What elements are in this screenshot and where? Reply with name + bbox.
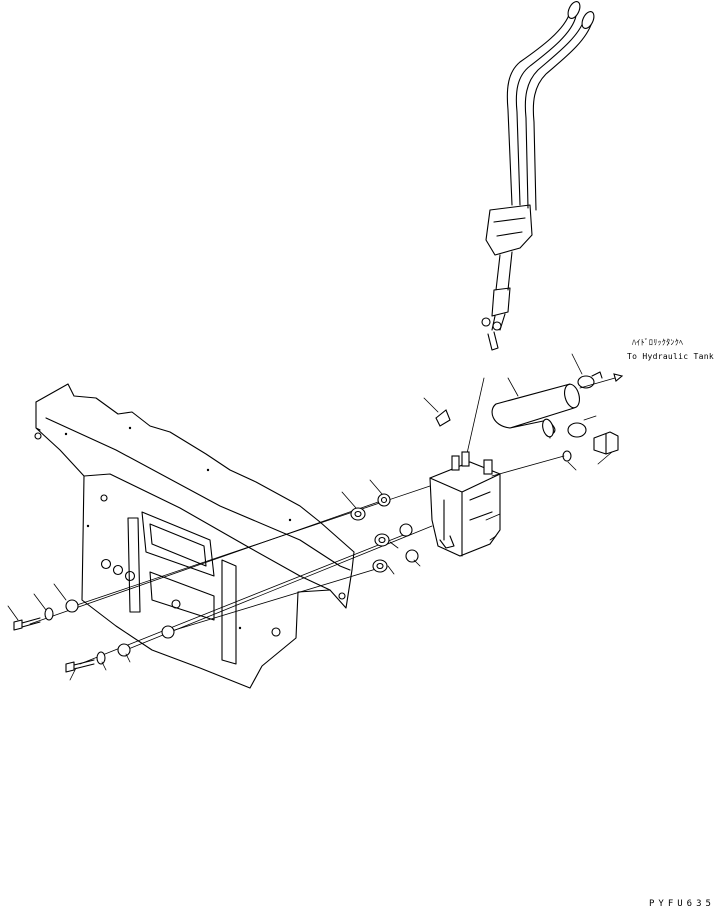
mounting-frame (34, 383, 355, 689)
callout-leader (567, 461, 577, 471)
lever-knob-left (567, 1, 581, 19)
callout-leader (583, 415, 597, 421)
callout-leaders (7, 353, 613, 681)
linkage-pivot (492, 321, 502, 331)
callout-leader (101, 661, 107, 671)
bolt (13, 617, 41, 631)
hose-clamp (567, 422, 587, 438)
flat-washer (96, 651, 106, 665)
frame-rivet (206, 468, 210, 472)
leader-line (491, 455, 565, 477)
washer (405, 549, 419, 563)
linkage-rods (491, 251, 513, 331)
callout-leader (69, 667, 77, 681)
valve-body-detail (429, 473, 501, 557)
washer (377, 493, 391, 507)
hose-end (542, 418, 554, 438)
callout-leader (341, 491, 357, 509)
frame-rivet (128, 426, 132, 430)
tank-arrow-head (613, 373, 624, 382)
tank-note-en: To Hydraulic Tank (627, 352, 714, 361)
linkage-pivot (481, 317, 491, 327)
frame-hole (112, 564, 124, 576)
lever-knob-right (581, 11, 595, 29)
caution-tag (435, 409, 451, 427)
valve-port (439, 535, 455, 549)
frame-hole (338, 592, 346, 600)
frame-plate-fold (83, 473, 331, 591)
frame-top-outline (35, 383, 355, 571)
callout-leader (485, 513, 501, 521)
frame-slot (127, 517, 141, 613)
callout-leader (387, 565, 395, 575)
callout-leader (53, 583, 67, 601)
washer (117, 643, 131, 657)
callout-leader (413, 559, 421, 567)
washer-hole (354, 510, 362, 518)
callout-leader (489, 535, 497, 541)
rod-end (487, 331, 499, 351)
frame-rivet (64, 432, 68, 436)
frame-hole (100, 494, 108, 502)
washer (374, 533, 390, 547)
hydraulic-hose (491, 371, 624, 477)
lever-rod-left (506, 11, 577, 206)
callout-leader (125, 653, 131, 663)
callout-leader (597, 451, 613, 465)
fasteners (13, 485, 433, 673)
washer-hole (376, 562, 384, 570)
frame-hole (171, 599, 181, 609)
frame-plate-outline (81, 475, 353, 689)
callout-leader (507, 377, 519, 397)
washer (350, 507, 366, 521)
leader-line (465, 377, 485, 459)
frame-rivet (238, 626, 242, 630)
callout-leader (369, 479, 383, 495)
frame-hole (34, 432, 42, 440)
washer (372, 559, 388, 573)
leader-line (167, 565, 387, 633)
lever-rod-right (524, 19, 593, 211)
frame-cutout-upper (141, 511, 215, 577)
valve-fitting (451, 455, 460, 471)
control-lever-assembly (465, 1, 595, 459)
frame-slot (221, 559, 237, 665)
leader-line (29, 499, 385, 625)
frame-rivet (86, 524, 90, 528)
leader-line (67, 485, 431, 609)
control-valve (429, 451, 501, 557)
frame-hole (124, 570, 136, 582)
washer (399, 523, 413, 537)
frame-rivet (288, 518, 292, 522)
leader-line (79, 533, 407, 665)
drawing-code: PYFU635 (649, 899, 715, 909)
adapter-fitting (593, 431, 619, 455)
bolt (65, 659, 95, 673)
callout-leader (423, 397, 439, 413)
callout-leader (7, 605, 19, 621)
flat-washer (44, 607, 54, 621)
callout-leader (389, 541, 399, 549)
hose-end (564, 383, 580, 409)
washer (65, 599, 79, 613)
hose-clamp-tab (591, 371, 603, 379)
washer-hole (378, 536, 386, 544)
callout-leader (33, 593, 47, 611)
frame-hole (271, 627, 281, 637)
frame-top-edge (35, 401, 85, 477)
frame-hole (100, 558, 112, 570)
valve-body (429, 461, 501, 557)
lever-bracket (485, 204, 533, 256)
washer (161, 625, 175, 639)
frame-inner-edge (45, 417, 351, 571)
frame-cutout-lower (149, 571, 215, 621)
callout-leader (571, 353, 583, 375)
washer-hole (380, 496, 388, 504)
valve-fitting (483, 459, 493, 475)
hose-outline (491, 383, 575, 439)
valve-fitting (461, 451, 470, 467)
tank-note-jp: ﾊｲﾄﾞﾛﾘｯｸﾀﾝｸﾍ (632, 338, 684, 347)
